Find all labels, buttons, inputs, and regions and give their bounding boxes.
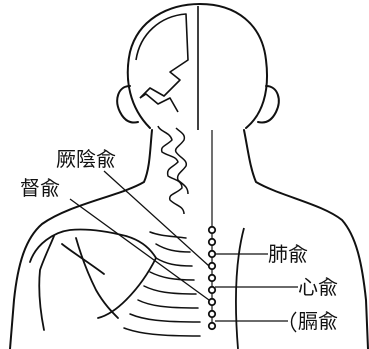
cervical-vertebrae — [158, 126, 188, 214]
label-jueyinshu: 厥陰兪 — [56, 147, 116, 171]
point-marker-6 — [209, 287, 215, 293]
point-marker-8 — [209, 311, 215, 317]
geshu-bracket — [292, 312, 297, 332]
label-geshu: 膈兪 — [298, 309, 338, 333]
back-contour — [236, 228, 244, 349]
point-marker-2 — [209, 239, 215, 245]
leader-jueyinshu — [104, 171, 209, 266]
label-xinshu: 心兪 — [298, 275, 338, 299]
point-marker-7 — [209, 299, 215, 305]
left-scapula — [30, 229, 156, 330]
point-marker-3 — [209, 251, 215, 257]
leader-lines — [70, 171, 298, 321]
label-feishu: 肺兪 — [268, 242, 308, 266]
point-marker-5 — [209, 275, 215, 281]
point-marker-4 — [209, 263, 215, 269]
point-marker-1 — [209, 227, 215, 233]
acupoint-markers — [209, 227, 215, 329]
point-marker-9 — [209, 323, 215, 329]
label-dushu: 督兪 — [20, 176, 60, 200]
hair-boundary — [136, 14, 188, 112]
